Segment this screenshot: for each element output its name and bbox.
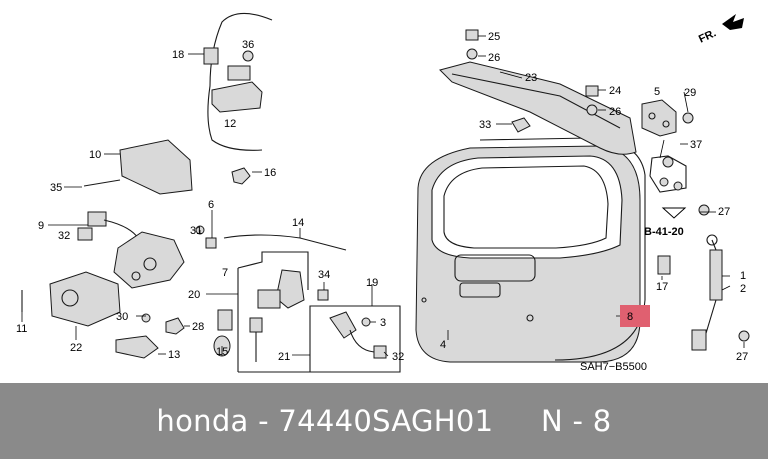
reference-b-41-20: B-41-20: [644, 226, 684, 238]
cap-24: [585, 85, 599, 97]
handle-13: [115, 335, 159, 359]
callout-4: 4: [440, 339, 446, 351]
front-direction-label: FR.: [697, 27, 718, 45]
callout-26-lower: 26: [609, 106, 621, 118]
callout-36: 36: [242, 39, 254, 51]
callout-14: 14: [292, 217, 304, 229]
callout-12: 12: [224, 118, 236, 130]
callout-3: 3: [380, 317, 386, 329]
reference-arrow-icon: [661, 207, 687, 219]
callout-30: 30: [116, 311, 128, 323]
harness-and-switch: [203, 12, 273, 151]
callout-1: 1: [740, 270, 746, 282]
grommet-28: [165, 317, 185, 335]
hinge-bracket: [649, 155, 687, 193]
callout-25: 25: [488, 31, 500, 43]
grommet-33: [511, 117, 531, 133]
diagram-code: SAH7−B5500: [580, 361, 647, 373]
highlighted-part-box: [620, 305, 650, 327]
callout-22: 22: [70, 342, 82, 354]
rod-14: [223, 234, 347, 251]
callout-9: 9: [38, 220, 44, 232]
callout-15: 15: [216, 346, 228, 358]
callout-17: 17: [656, 281, 668, 293]
nut-26-lower: [586, 104, 598, 116]
leader-lines: [21, 35, 745, 357]
callout-35: 35: [50, 182, 62, 194]
callout-23: 23: [525, 72, 537, 84]
gas-stay-strut: [691, 234, 723, 351]
parts-diagram: FR.: [16, 12, 750, 373]
callout-34: 34: [318, 269, 330, 281]
callout-26-upper: 26: [488, 52, 500, 64]
callout-6: 6: [208, 199, 214, 211]
part-info-text: honda - 74440SAGH01 N - 8: [156, 404, 612, 438]
latch-assembly: [77, 211, 185, 289]
tailgate-cover: [119, 139, 193, 195]
rear-spoiler: [439, 61, 637, 155]
callout-37: 37: [690, 139, 702, 151]
callout-28: 28: [192, 321, 204, 333]
callout-5: 5: [654, 86, 660, 98]
callout-2: 2: [740, 283, 746, 295]
front-direction-indicator: FR.: [697, 14, 744, 46]
tailgate-door: [415, 145, 641, 363]
callout-13: 13: [168, 349, 180, 361]
bolt-30: [141, 313, 151, 323]
lock-actuator: [21, 271, 121, 327]
nut-26-upper: [466, 48, 478, 60]
callout-10: 10: [89, 149, 101, 161]
diagram-canvas: FR.: [16, 12, 750, 373]
cap-25: [465, 29, 479, 41]
part-6: [205, 237, 217, 249]
bolt-27-upper: [698, 204, 710, 216]
callout-19: 19: [366, 277, 378, 289]
part-info-banner: honda - 74440SAGH01 N - 8: [0, 383, 768, 459]
harness-box: [237, 268, 401, 373]
front-arrow-icon: [722, 14, 744, 30]
callout-7: 7: [222, 267, 228, 279]
callout-11: 11: [16, 323, 27, 335]
callout-33: 33: [479, 119, 491, 131]
callout-27-upper: 27: [718, 206, 730, 218]
callout-8-highlighted: 8: [627, 311, 633, 323]
bumper-17: [657, 255, 671, 275]
key-cylinder: [213, 251, 309, 362]
callout-29: 29: [684, 87, 696, 99]
tailgate-hinge: [641, 99, 677, 137]
clip-16: [231, 167, 251, 185]
screw-35: [83, 179, 121, 187]
callout-20: 20: [188, 289, 200, 301]
bolt-27-lower: [738, 330, 750, 342]
bolt-29: [682, 112, 694, 124]
callout-21: 21: [278, 351, 290, 363]
callout-31: 31: [190, 225, 202, 237]
callout-24: 24: [609, 85, 621, 97]
callout-32-right: 32: [392, 351, 404, 363]
callout-labels: 18 36 12 10 16 35 6 14 9 32 31 7 34 19 2…: [16, 31, 748, 373]
callout-27-lower: 27: [736, 351, 748, 363]
callout-16: 16: [264, 167, 276, 179]
callout-32-left: 32: [58, 230, 70, 242]
callout-18: 18: [172, 49, 184, 61]
